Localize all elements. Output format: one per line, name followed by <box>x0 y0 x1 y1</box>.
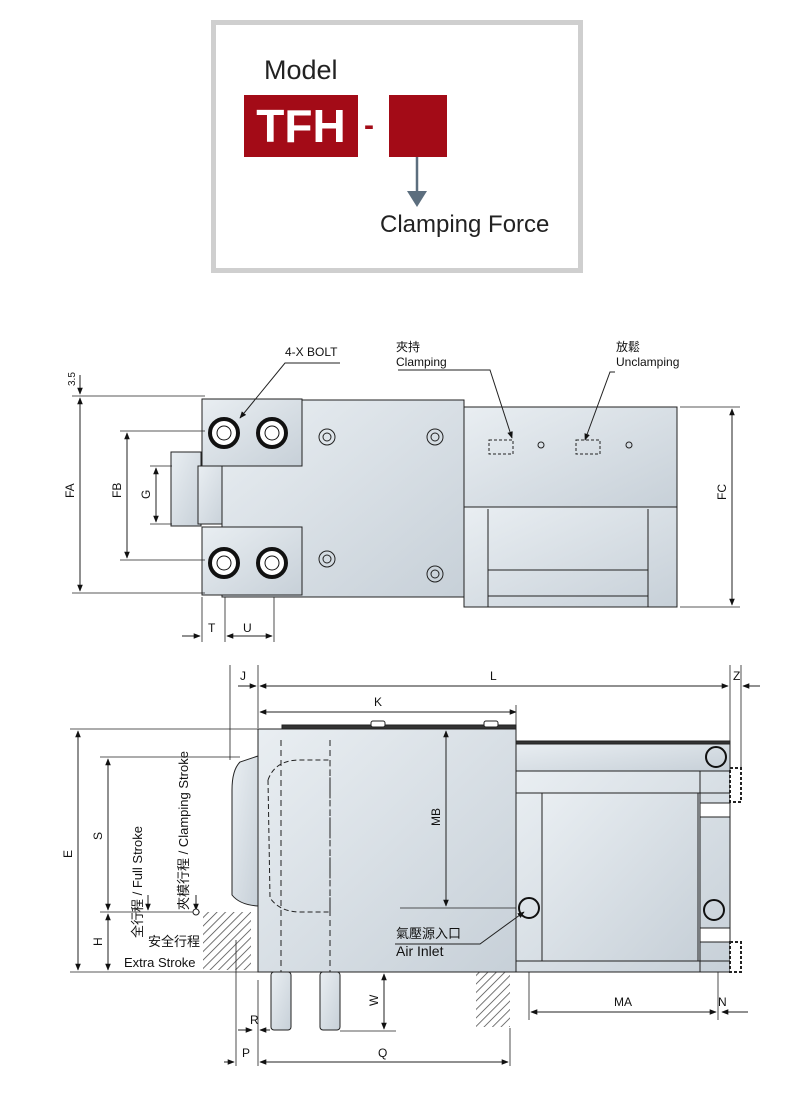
side-cylinder-top <box>515 742 731 772</box>
full-stroke-label: 全行程 / Full Stroke <box>130 826 145 938</box>
extra-stroke-label: Extra Stroke <box>124 955 196 970</box>
dim-w: W <box>367 994 381 1006</box>
side-view <box>70 665 760 1066</box>
bolt-label: 4-X BOLT <box>285 345 338 359</box>
bolt-icon <box>208 417 288 579</box>
clamp-jaw-neck <box>197 465 227 525</box>
model-separator: - <box>364 109 374 142</box>
dim-u: U <box>243 621 252 635</box>
dim-fb: FB <box>110 483 124 498</box>
screw-icon <box>318 428 633 583</box>
clamping-force-code-block <box>389 95 447 157</box>
dim-g: G <box>139 490 153 499</box>
model-label: Model <box>264 55 338 85</box>
dim-k: K <box>374 695 382 709</box>
unclamping-label-zh: 放鬆 <box>616 339 640 354</box>
unclamping-label-en: Unclamping <box>616 355 679 369</box>
side-main-body <box>257 728 517 973</box>
dim-fa: FA <box>63 483 77 498</box>
dim-ma: MA <box>614 995 632 1009</box>
top-cylinder-head <box>463 406 678 510</box>
dim-t: T <box>208 621 216 635</box>
clamping-label-zh: 夾持 <box>396 339 420 354</box>
clamping-label-en: Clamping <box>396 355 447 369</box>
clamping-force-label: Clamping Force <box>380 211 550 238</box>
model-designation-box: Model TFH - Clamping Force <box>211 20 583 273</box>
dim-j: J <box>240 669 246 683</box>
ground-hatch-left <box>203 912 251 970</box>
top-view <box>72 362 740 642</box>
dim-r: R <box>250 1013 259 1027</box>
pin-right <box>319 971 341 1031</box>
clamping-stroke-label: 夾模行程 / Clamping Stroke <box>176 751 191 910</box>
dim-s: S <box>91 832 105 840</box>
top-cylinder-body <box>463 506 678 608</box>
dim-q: Q <box>378 1046 387 1060</box>
dim-e: E <box>61 850 75 858</box>
air-inlet-label-zh: 氣壓源入口 <box>396 926 461 941</box>
down-arrow-icon <box>407 157 427 207</box>
clamp-jaw <box>170 451 202 527</box>
clamp-arm <box>231 755 259 907</box>
dim-h: H <box>91 937 105 946</box>
top-view-labels: 4-X BOLT 夾持 Clamping 放鬆 Unclamping 3.5 F… <box>63 339 729 635</box>
dim-3-5: 3.5 <box>67 372 78 386</box>
dim-n: N <box>718 995 727 1009</box>
ground-hatch-right <box>476 972 510 1027</box>
dim-fc: FC <box>715 484 729 500</box>
port-icon <box>518 746 727 921</box>
model-prefix-block: TFH <box>244 95 358 157</box>
dim-p: P <box>242 1046 250 1060</box>
clamping-port <box>488 439 514 455</box>
dim-l: L <box>490 669 497 683</box>
safety-stroke-label: 安全行程 <box>148 934 200 949</box>
side-view-labels: J L Z K E S H MB W MA N R P Q 夾模行程 / Cla… <box>61 669 740 1060</box>
air-inlet-label-en: Air Inlet <box>396 943 444 959</box>
dim-z: Z <box>733 669 740 683</box>
pin-left <box>270 971 292 1031</box>
dim-mb: MB <box>429 808 443 826</box>
